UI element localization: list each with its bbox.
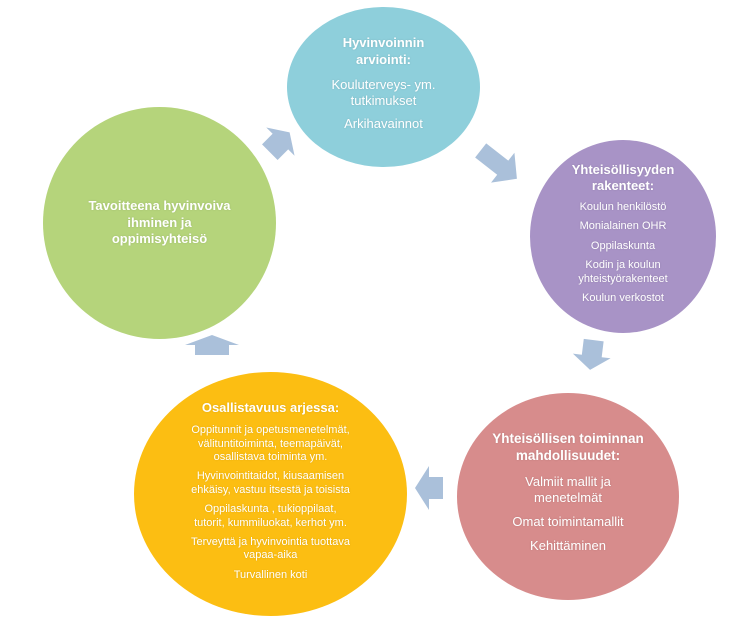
arrow-left-to-top bbox=[262, 127, 295, 160]
circle-item: Oppilaskunta , tukioppilaat, tutorit, ku… bbox=[194, 503, 347, 529]
circle-item: Arkihavainnot bbox=[344, 115, 423, 131]
circle-community-structures: Yhteisöllisyyden rakenteet: Koulun henki… bbox=[530, 140, 716, 333]
circle-community-action-opportunities: Yhteisöllisen toiminnan mahdollisuudet: … bbox=[457, 393, 679, 600]
circle-item: Koulun verkostot bbox=[582, 292, 664, 305]
circle-item: Terveyttä ja hyvinvointia tuottava vapaa… bbox=[191, 535, 350, 562]
circle-everyday-participation: Osallistavuus arjessa: Oppitunnit ja ope… bbox=[134, 372, 407, 616]
circle-item: Hyvinvointitaidot, kiusaamisen ehkäisy, … bbox=[191, 470, 350, 496]
arrow-bottomright-to-bottomleft bbox=[415, 466, 443, 510]
circle-item: Kouluterveys- ym. tutkimukset bbox=[331, 76, 436, 108]
circle-title: Yhteisöllisyyden rakenteet: bbox=[571, 161, 675, 193]
circle-title: Tavoitteena hyvinvoiva ihminen ja oppimi… bbox=[88, 197, 231, 247]
circle-item: Turvallinen koti bbox=[233, 568, 308, 581]
circle-wellbeing-assessment: Hyvinvoinnin arviointi: Kouluterveys- ym… bbox=[287, 7, 480, 167]
circle-item: Valmiit mallit ja menetelmät bbox=[525, 474, 611, 506]
circle-title: Hyvinvoinnin arviointi: bbox=[342, 35, 425, 67]
circle-title: Yhteisöllisen toiminnan mahdollisuudet: bbox=[492, 431, 644, 464]
circle-item: Koulun henkilöstö bbox=[579, 201, 667, 214]
circle-item: Kehittäminen bbox=[530, 537, 606, 553]
circle-goal: Tavoitteena hyvinvoiva ihminen ja oppimi… bbox=[43, 107, 276, 339]
circle-item: Omat toimintamallit bbox=[512, 513, 624, 529]
circle-item: Kodin ja koulun yhteistyörakenteet bbox=[578, 259, 668, 285]
circle-item: Monialainen OHR bbox=[579, 220, 667, 233]
arrow-top-to-right bbox=[475, 143, 517, 183]
arrow-bottomleft-to-left bbox=[185, 335, 239, 355]
arrow-right-to-bottomright bbox=[572, 338, 611, 370]
circle-title: Osallistavuus arjessa: bbox=[201, 399, 340, 415]
circle-item: Oppitunnit ja opetusmenetelmät, välitunt… bbox=[191, 424, 350, 463]
circle-item: Oppilaskunta bbox=[590, 239, 656, 252]
